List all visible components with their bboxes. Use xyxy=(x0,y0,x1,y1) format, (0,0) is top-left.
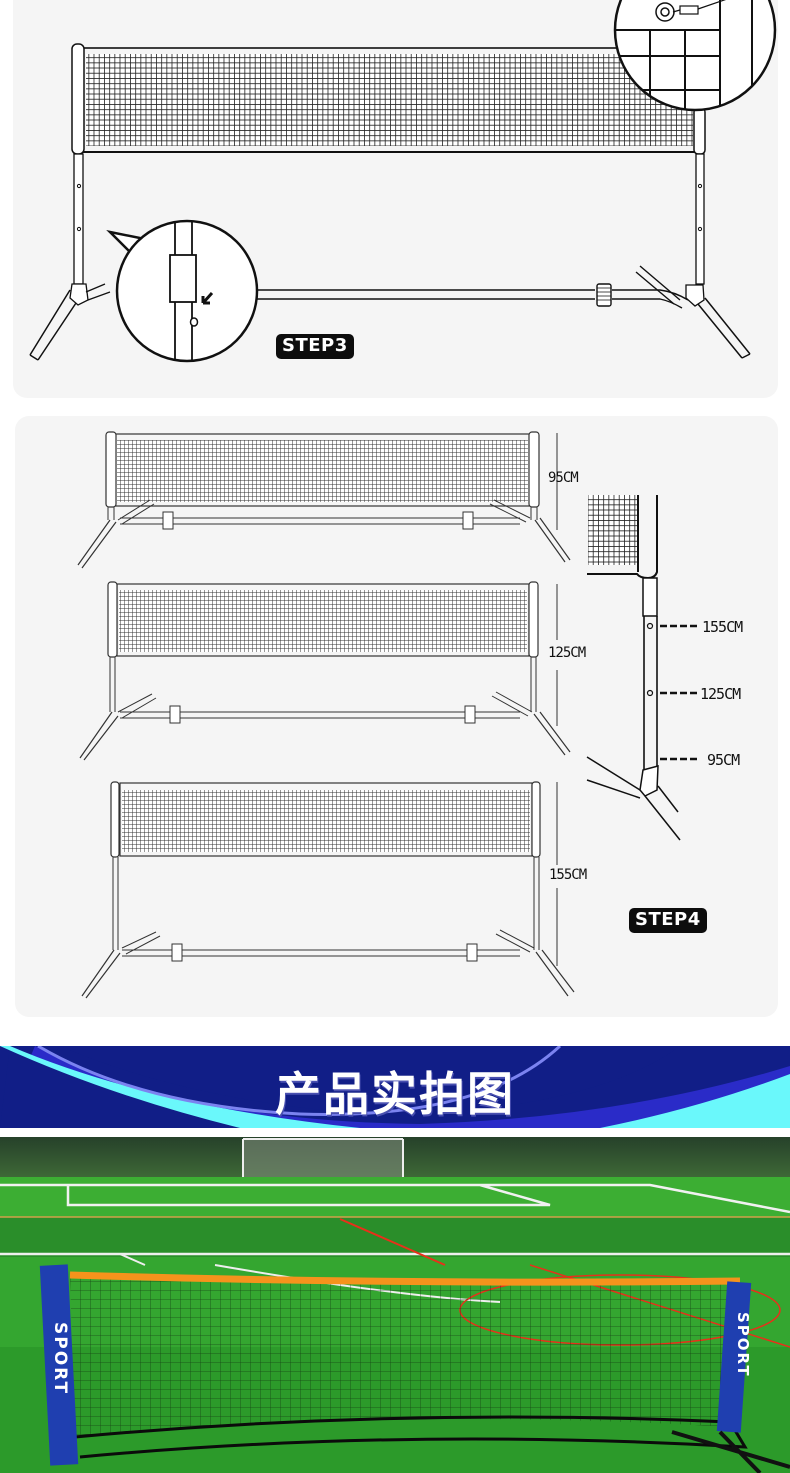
step4-illustration xyxy=(77,431,700,999)
height-label-95: 95CM xyxy=(548,470,579,486)
step3-badge: STEP3 xyxy=(276,334,354,359)
banner-title: 产品实拍图 xyxy=(275,1067,515,1121)
banner-swoosh-graphic xyxy=(0,1046,790,1128)
pole-mark-155: 155CM xyxy=(702,618,743,636)
product-photo: SPORT SPORT xyxy=(0,1137,790,1473)
height-label-155: 155CM xyxy=(549,867,587,883)
left-post-label: SPORT xyxy=(50,1322,70,1396)
section-banner: 产品实拍图 xyxy=(0,1046,790,1128)
net-frame-125cm xyxy=(79,581,571,761)
pole-pin-closeup xyxy=(106,219,259,363)
net-frame-155cm xyxy=(81,781,575,999)
pole-mark-125: 125CM xyxy=(700,685,741,703)
field-scene xyxy=(0,1137,790,1473)
right-post-label: SPORT xyxy=(734,1312,752,1378)
net-frame-95cm xyxy=(77,431,571,569)
step3-illustration xyxy=(29,0,777,363)
step4-badge: STEP4 xyxy=(629,908,707,933)
pole-mark-95: 95CM xyxy=(707,751,740,769)
net-hook-closeup xyxy=(613,0,777,112)
height-label-125: 125CM xyxy=(548,645,586,661)
pole-height-detail xyxy=(586,495,700,841)
